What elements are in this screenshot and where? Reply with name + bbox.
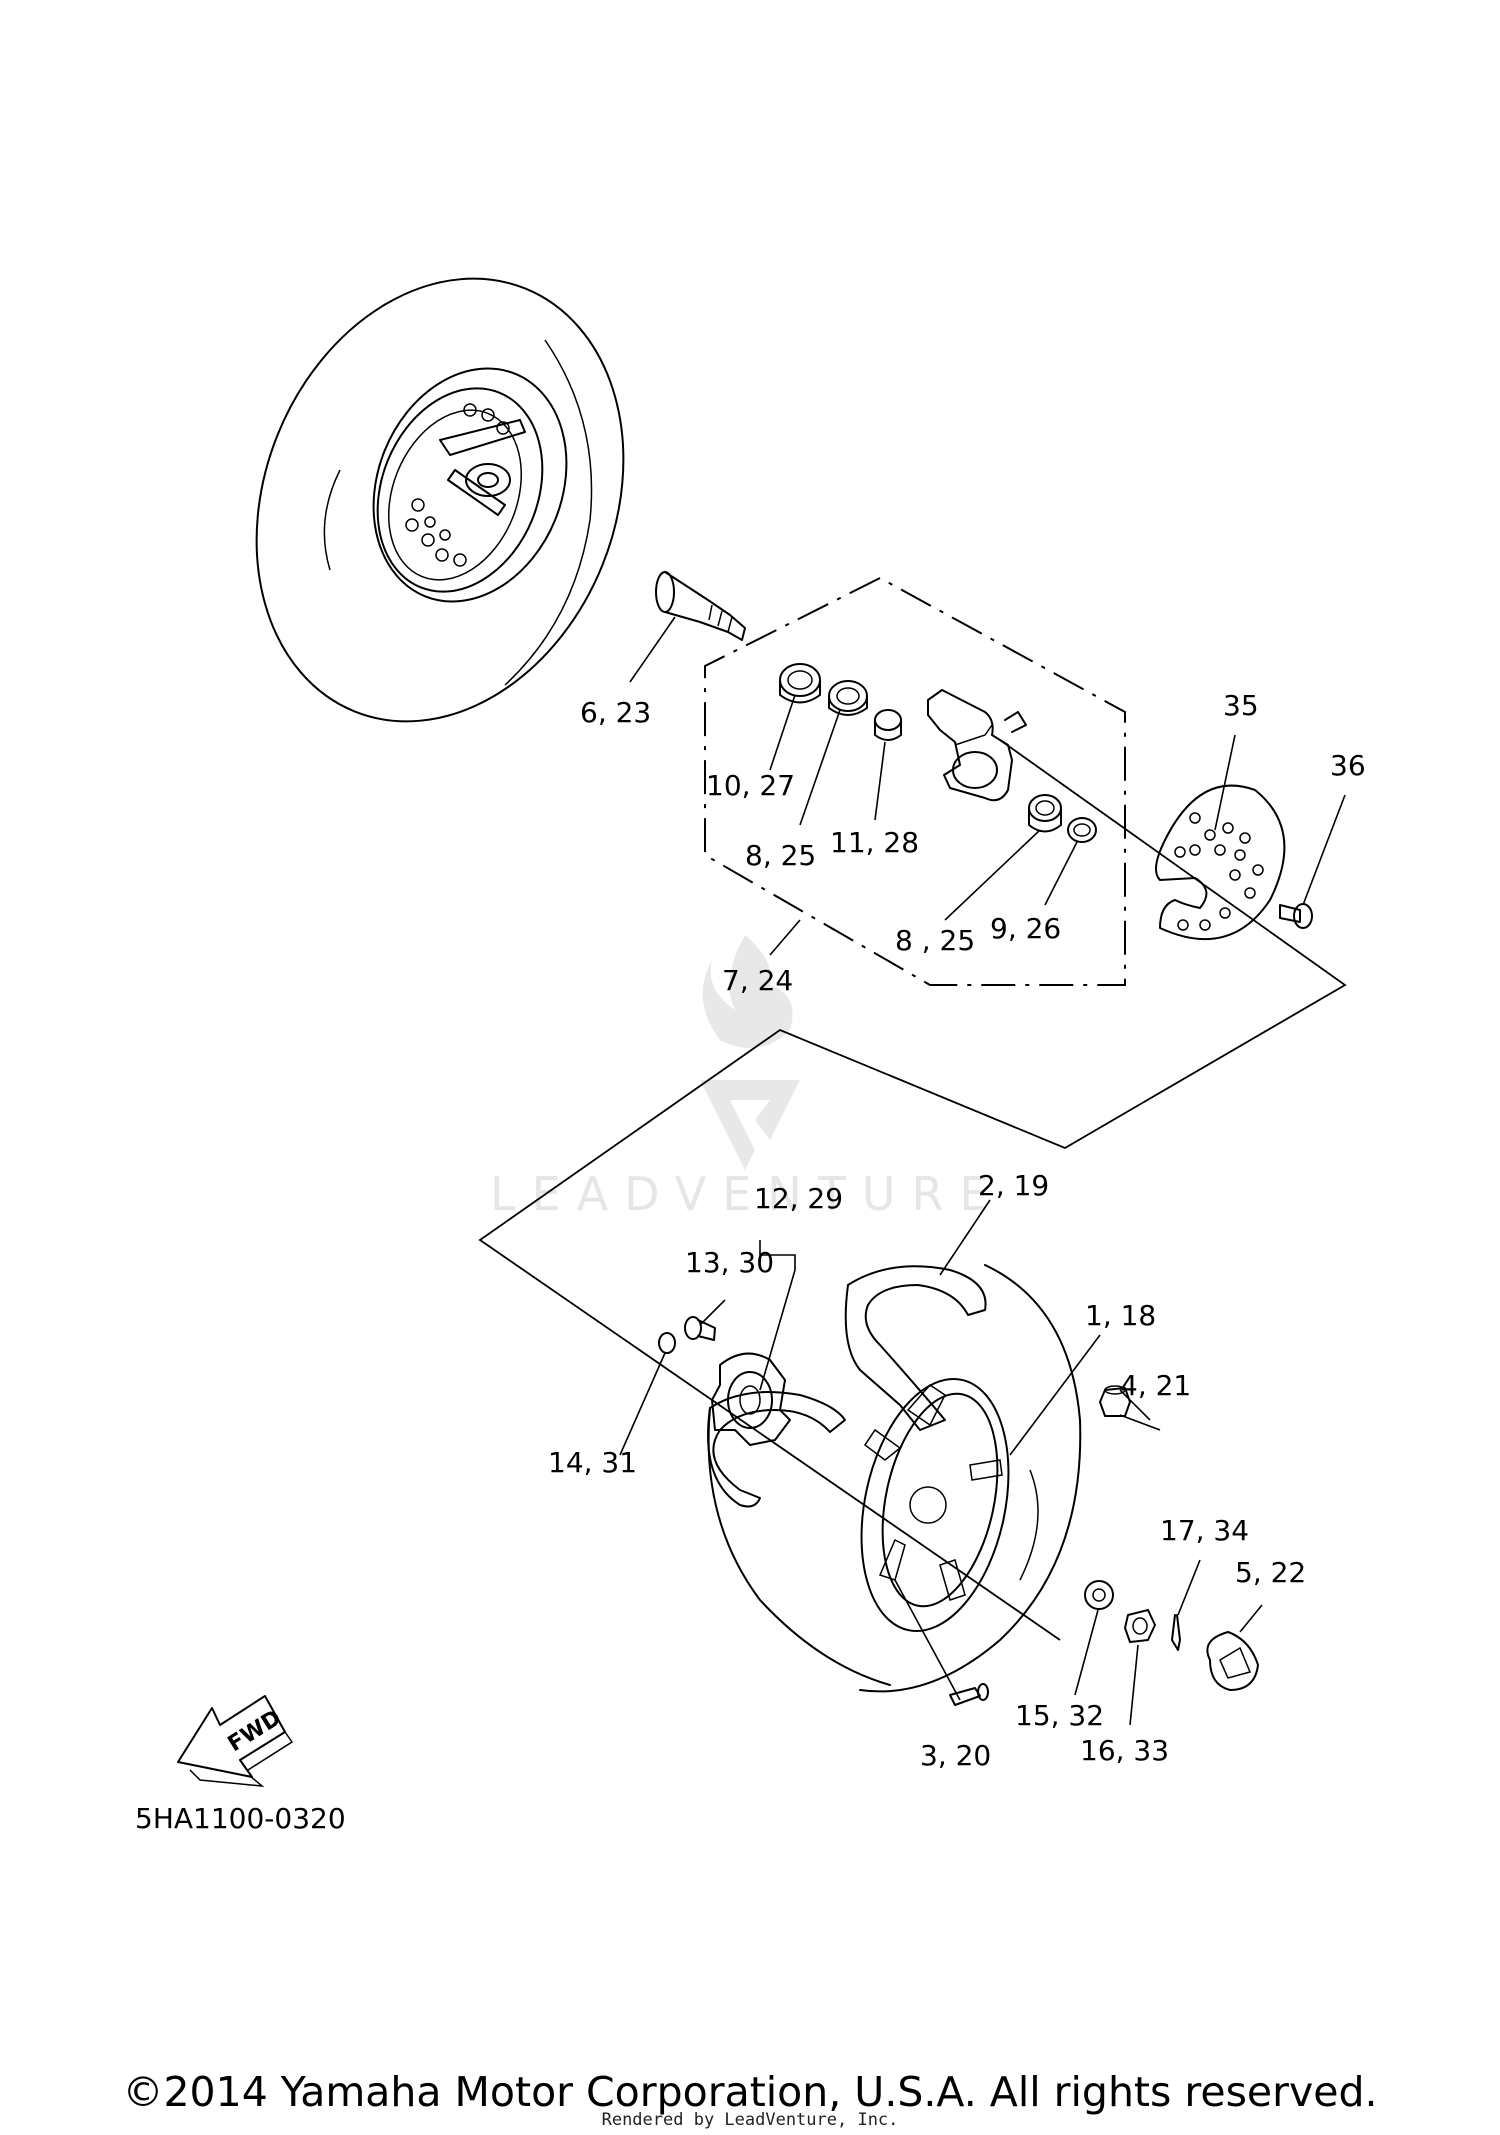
- hub-bolt: [684, 1316, 716, 1341]
- label-14-31: 14, 31: [548, 1446, 637, 1479]
- small-pin: [658, 1332, 676, 1354]
- label-11-28: 11, 28: [830, 826, 919, 859]
- label-2-19: 2, 19: [978, 1169, 1049, 1202]
- axle-cap: [1206, 1631, 1259, 1691]
- label-5-22: 5, 22: [1235, 1556, 1306, 1589]
- label-1-18: 1, 18: [1085, 1299, 1156, 1332]
- knuckle-assembly-outline: [704, 576, 1126, 986]
- assembled-wheel: [255, 277, 625, 723]
- lug-nut: [1099, 1385, 1131, 1417]
- knuckle-shaft-part: [655, 571, 746, 641]
- part-labels: 6, 23 10, 27 8, 25 11, 28 35 36 8 , 25 9…: [548, 689, 1366, 1772]
- label-12-29: 12, 29: [754, 1182, 843, 1215]
- upper-axis-line: [478, 739, 1347, 1641]
- label-13-30: 13, 30: [685, 1246, 774, 1279]
- label-7-24: 7, 24: [722, 964, 793, 997]
- disc-bolt: [1279, 903, 1313, 929]
- fwd-label: FWD: [224, 1705, 286, 1757]
- leadventure-watermark: LEADVENTURE: [490, 935, 1005, 1221]
- lower-wheel-assembly: [707, 1264, 1082, 1693]
- label-35: 35: [1223, 689, 1259, 722]
- label-8-25-b: 8 , 25: [895, 924, 975, 957]
- cotter-pin: [1171, 1614, 1181, 1651]
- label-4-21: 4, 21: [1120, 1369, 1191, 1402]
- label-3-20: 3, 20: [920, 1739, 991, 1772]
- label-15-32: 15, 32: [1015, 1699, 1104, 1732]
- wheel-hub: [711, 1352, 791, 1446]
- upper-bearings: [779, 663, 1097, 843]
- brake-disc: [1155, 784, 1286, 941]
- leader-lines: [619, 616, 1346, 1726]
- label-9-26: 9, 26: [990, 912, 1061, 945]
- castle-nut: [1124, 1609, 1156, 1643]
- label-16-33: 16, 33: [1080, 1734, 1169, 1767]
- wheel-holes: [405, 403, 510, 567]
- label-10-27: 10, 27: [706, 769, 795, 802]
- label-6-23: 6, 23: [580, 696, 651, 729]
- washer: [1084, 1580, 1114, 1610]
- steering-knuckle: [927, 689, 1027, 802]
- label-17-34: 17, 34: [1160, 1514, 1249, 1547]
- tire-valve: [949, 1683, 989, 1706]
- rendered-by-notice: Rendered by LeadVenture, Inc.: [601, 2110, 899, 2130]
- label-8-25-a: 8, 25: [745, 839, 816, 872]
- label-36: 36: [1330, 749, 1366, 782]
- diagram-code: 5HA1100-0320: [135, 1802, 346, 1835]
- watermark-text: LEADVENTURE: [490, 1167, 1005, 1221]
- fwd-arrow: FWD: [177, 1695, 294, 1787]
- copyright-notice: ©2014 Yamaha Motor Corporation, U.S.A. A…: [122, 2068, 1378, 2116]
